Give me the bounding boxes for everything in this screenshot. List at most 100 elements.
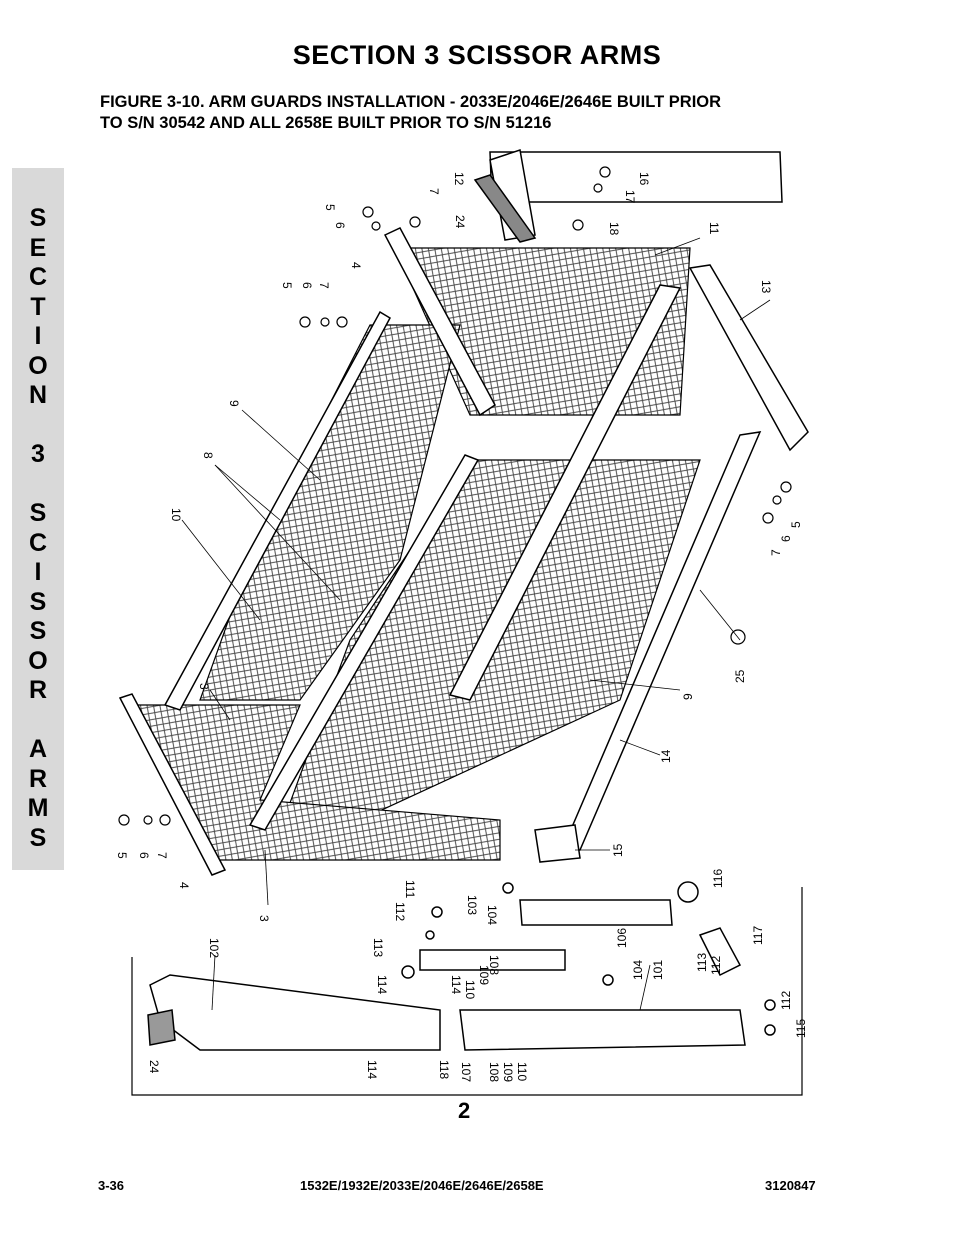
callout-103: 103 (465, 895, 479, 915)
roller-117 (698, 927, 742, 977)
figure-caption-line-1: FIGURE 3-10. ARM GUARDS INSTALLATION - 2… (100, 93, 722, 111)
callout-17: 17 (623, 190, 637, 204)
callout-116: 116 (711, 869, 725, 888)
callout-6: 6 (300, 282, 314, 289)
side-tab-letter: I (34, 558, 42, 586)
callout-24: 24 (453, 215, 467, 229)
pin-112c (764, 999, 776, 1011)
callout-5: 5 (323, 204, 337, 211)
callout-101: 101 (651, 960, 665, 980)
section-title: SECTION 3 SCISSOR ARMS (292, 40, 662, 70)
side-tab-letter: S (29, 204, 47, 232)
detail-2-outline (131, 887, 803, 1096)
side-tab-letter: S (29, 617, 47, 645)
callout-102: 102 (207, 938, 221, 958)
callout-107: 107 (459, 1062, 473, 1082)
callout-108: 108 (487, 1062, 501, 1082)
side-tab-letter: O (28, 351, 48, 380)
callout-6: 6 (779, 535, 793, 542)
callout-7: 7 (155, 852, 169, 859)
callout-14: 14 (659, 749, 673, 763)
side-tab-letter: N (28, 381, 48, 409)
nut (336, 316, 348, 328)
leader-line (209, 689, 231, 721)
guard-bracket-left (163, 310, 391, 711)
callout-114: 114 (449, 975, 463, 994)
leader-line (739, 299, 771, 321)
arm-guards-exploded-diagram: 12 24 16 17 18 11 13 7 5 6 4 5 6 7 9 8 1… (115, 149, 809, 1123)
figure-caption: FIGURE 3-10. ARM GUARDS INSTALLATION - 2… (100, 92, 820, 134)
callout-6: 6 (137, 852, 151, 859)
guard-bracket-upper (383, 227, 496, 417)
side-tab-letter: C (28, 263, 48, 291)
callout-9: 9 (681, 693, 695, 700)
side-tab-letter: E (29, 233, 47, 262)
side-tab-letter: R (28, 764, 48, 793)
side-tab-letter: R (28, 676, 48, 704)
scissor-arm-101 (459, 1009, 746, 1051)
nut (159, 814, 171, 826)
side-tab-letters: S E C T I O N 3 S C I S S O R A R M S (12, 204, 64, 853)
footer-doc-number: 3120847 (765, 1178, 816, 1193)
leader-line (241, 409, 321, 481)
nut (762, 512, 774, 524)
leader-line (589, 679, 681, 691)
leader-line (264, 849, 269, 906)
side-tab-letter: I (34, 322, 42, 350)
side-tab-letter: S (29, 823, 47, 852)
side-tab-letter (12, 470, 64, 500)
frame-members (118, 149, 809, 876)
callout-113: 113 (695, 953, 709, 972)
pin-111 (431, 906, 443, 918)
callout-114: 114 (375, 975, 389, 994)
washer (593, 183, 603, 193)
callout-11: 11 (707, 222, 721, 235)
side-tab-letter: T (30, 292, 46, 321)
detail-reference-2: 2 (458, 1098, 470, 1123)
bolt-head (362, 206, 374, 218)
callout-111: 111 (403, 880, 417, 899)
callout-112: 112 (393, 902, 407, 921)
side-rail-13 (688, 264, 809, 452)
leader-line (181, 519, 261, 621)
washer (772, 495, 782, 505)
section-side-tab: S E C T I O N 3 S C I S S O R A R M S (12, 168, 64, 870)
callout-16: 16 (637, 172, 651, 186)
leader-lines (181, 237, 771, 1011)
callout-3: 3 (257, 915, 271, 922)
callout-12: 12 (452, 172, 466, 186)
cross-member-15 (534, 824, 581, 863)
bolt-head (780, 481, 792, 493)
callout-10: 10 (169, 508, 183, 522)
side-tab-letter: S (29, 587, 47, 616)
bolt-head (599, 166, 611, 178)
pin-113 (401, 965, 415, 979)
leader-line (639, 964, 651, 1011)
leader-line (211, 954, 216, 1011)
side-tab-letter: C (28, 528, 48, 557)
nut (572, 219, 584, 231)
callout-108: 108 (487, 955, 501, 975)
callout-13: 13 (759, 280, 773, 294)
pin-115 (764, 1024, 776, 1036)
side-tab-letter: 3 (31, 440, 45, 468)
callout-4: 4 (177, 882, 191, 889)
cylinder-upper (519, 899, 673, 926)
bolt-head (118, 814, 130, 826)
callout-5: 5 (280, 282, 294, 289)
footer-models: 1532E/1932E/2033E/2046E/2646E/2658E (300, 1178, 544, 1193)
callout-3: 3 (197, 683, 211, 690)
callout-113: 113 (371, 938, 385, 957)
side-tab-letter (12, 706, 64, 736)
callout-106: 106 (615, 928, 629, 948)
bolt-104 (502, 882, 514, 894)
long-channel (448, 284, 682, 701)
scissor-arm-102 (149, 974, 441, 1051)
callout-109: 109 (477, 965, 491, 985)
washer (371, 221, 381, 231)
callout-18: 18 (607, 222, 621, 236)
hardware-fasteners (118, 166, 792, 826)
callout-118: 118 (437, 1060, 451, 1079)
washer-112 (425, 930, 435, 940)
cylinder-103 (419, 949, 566, 971)
